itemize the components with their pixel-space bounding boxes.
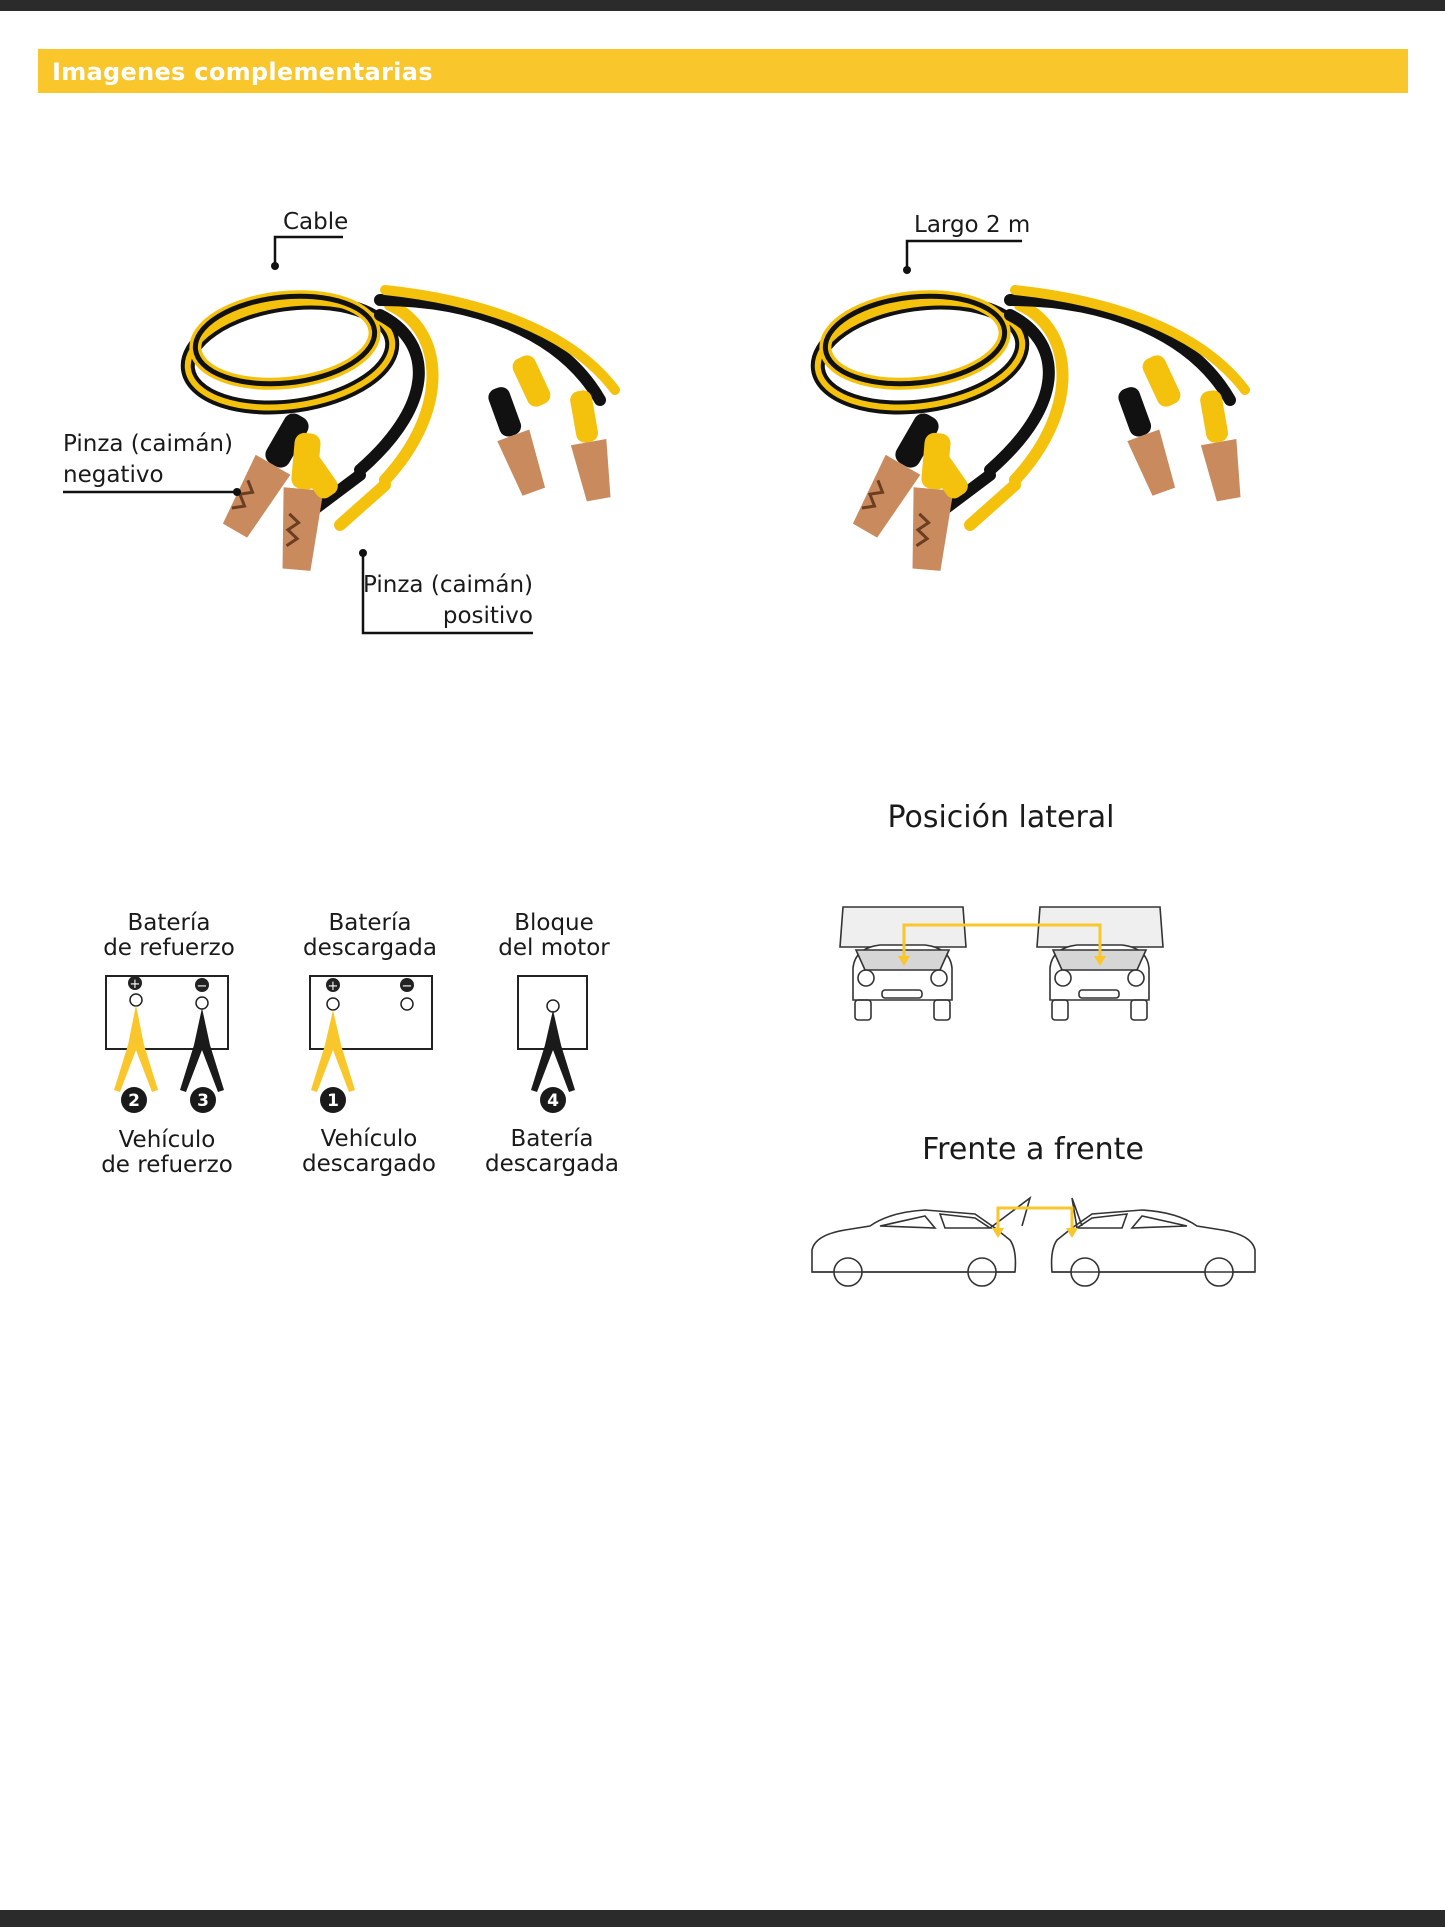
cable-label: Cable	[283, 209, 348, 235]
col3-top-line1: Bloque	[514, 910, 594, 936]
col1-bottom-line1: Vehículo	[119, 1127, 216, 1153]
connection-order-diagram: Batería de refuerzo + − 2 3 Vehículo de …	[101, 910, 619, 1178]
negative-clamp-icon	[531, 1010, 575, 1092]
step-4-badge: 4	[547, 1091, 559, 1111]
section-header: Imagenes complementarias	[38, 49, 1408, 93]
top-bar	[0, 0, 1445, 11]
positive-clamp-icon	[114, 1005, 158, 1092]
lateral-cable-connection	[902, 923, 1102, 960]
negative-clamp-label-2: negativo	[63, 462, 164, 488]
step-3-badge: 3	[197, 1091, 209, 1111]
col1-top-line1: Batería	[128, 910, 211, 936]
negative-clamp-label-1: Pinza (caimán)	[63, 431, 233, 457]
positive-clamp-label-2: positivo	[443, 603, 533, 629]
lateral-position-illustration	[839, 906, 1164, 1021]
col3-top-line2: del motor	[498, 935, 610, 961]
jumper-cable-length-image	[810, 285, 1250, 571]
front-to-front-title: Frente a frente	[922, 1132, 1144, 1167]
minus-icon: −	[402, 979, 413, 994]
step-1-badge: 1	[327, 1091, 339, 1111]
negative-clamp-icon	[180, 1008, 224, 1092]
plus-icon: +	[328, 979, 339, 994]
step-2-badge: 2	[128, 1091, 140, 1111]
length-label: Largo 2 m	[914, 212, 1030, 238]
plus-icon: +	[130, 977, 141, 992]
battery-box-1	[105, 975, 229, 1050]
front-cable-connection	[996, 1206, 1074, 1232]
positive-clamp-icon	[311, 1010, 355, 1092]
battery-box-2	[309, 975, 433, 1050]
col2-bottom-line2: descargado	[302, 1151, 436, 1177]
lateral-position-title: Posición lateral	[887, 800, 1114, 835]
callout-lines-left	[63, 235, 533, 635]
minus-icon: −	[197, 979, 208, 994]
jumper-cable-product-image	[180, 285, 620, 571]
col2-bottom-line1: Vehículo	[321, 1126, 418, 1152]
section-title: Imagenes complementarias	[52, 58, 433, 86]
col3-bottom-line1: Batería	[511, 1126, 594, 1152]
positive-clamp-label-1: Pinza (caimán)	[363, 572, 533, 598]
col2-top-line2: descargada	[303, 935, 437, 961]
front-to-front-illustration	[811, 1195, 1256, 1287]
col3-bottom-line2: descargada	[485, 1151, 619, 1177]
callout-line-right	[905, 239, 1022, 270]
col1-top-line2: de refuerzo	[103, 935, 235, 961]
bottom-bar	[0, 1910, 1445, 1927]
col2-top-line1: Batería	[329, 910, 412, 936]
col1-bottom-line2: de refuerzo	[101, 1152, 233, 1178]
